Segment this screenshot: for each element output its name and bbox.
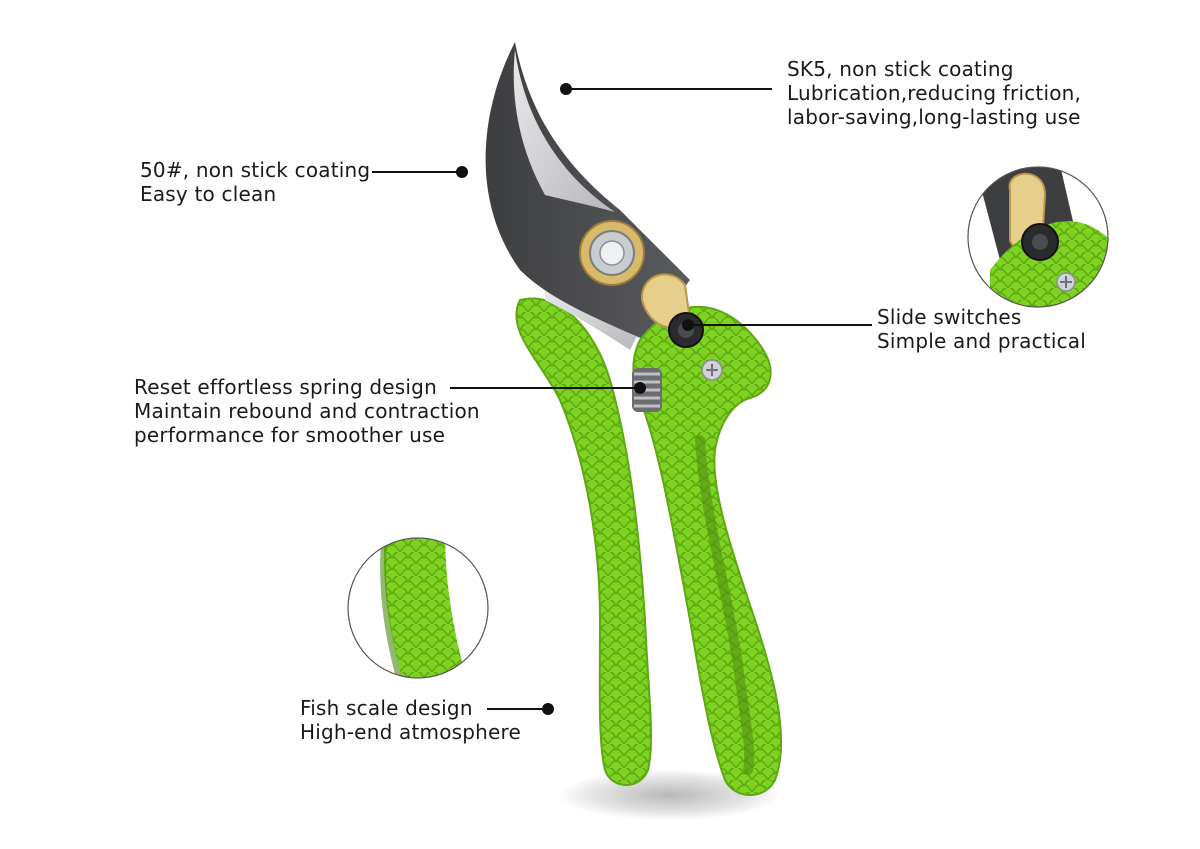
handle-screw — [701, 359, 723, 381]
slide-switch-closeup — [967, 166, 1109, 308]
spring-line-1: Reset effortless spring design — [134, 375, 437, 399]
fish-scale-callout: Fish scale design High-end atmosphere — [300, 696, 521, 744]
sk5-line-1: SK5, non stick coating — [787, 57, 1014, 81]
hook-blade — [545, 290, 640, 350]
spring-line-2: Maintain rebound and contraction — [134, 399, 480, 423]
sk5-line-2: Lubrication,reducing friction, — [787, 81, 1082, 105]
sk5-line-3: labor-saving,long-lasting use — [787, 105, 1081, 129]
front-handle — [632, 305, 783, 796]
fifty-line-1: 50#, non stick coating — [140, 158, 371, 182]
fifty-callout: 50#, non stick coating Easy to clean — [140, 158, 370, 206]
back-handle — [515, 297, 653, 786]
fish-scale-closeup — [347, 537, 489, 679]
spring-line-3: performance for smoother use — [134, 423, 446, 447]
fish-line-1: Fish scale design — [300, 696, 473, 720]
fifty-line-2: Easy to clean — [140, 182, 277, 206]
slide-line-2: Simple and practical — [877, 329, 1087, 353]
leader-lines — [372, 83, 872, 715]
slide-line-1: Slide switches — [877, 305, 1022, 329]
spring-callout: Reset effortless spring design Maintain … — [134, 375, 480, 447]
sk5-callout: SK5, non stick coating Lubrication,reduc… — [787, 57, 1081, 129]
slide-switch-callout: Slide switches Simple and practical — [877, 305, 1086, 353]
reset-spring — [632, 368, 662, 412]
fish-line-2: High-end atmosphere — [300, 720, 522, 744]
